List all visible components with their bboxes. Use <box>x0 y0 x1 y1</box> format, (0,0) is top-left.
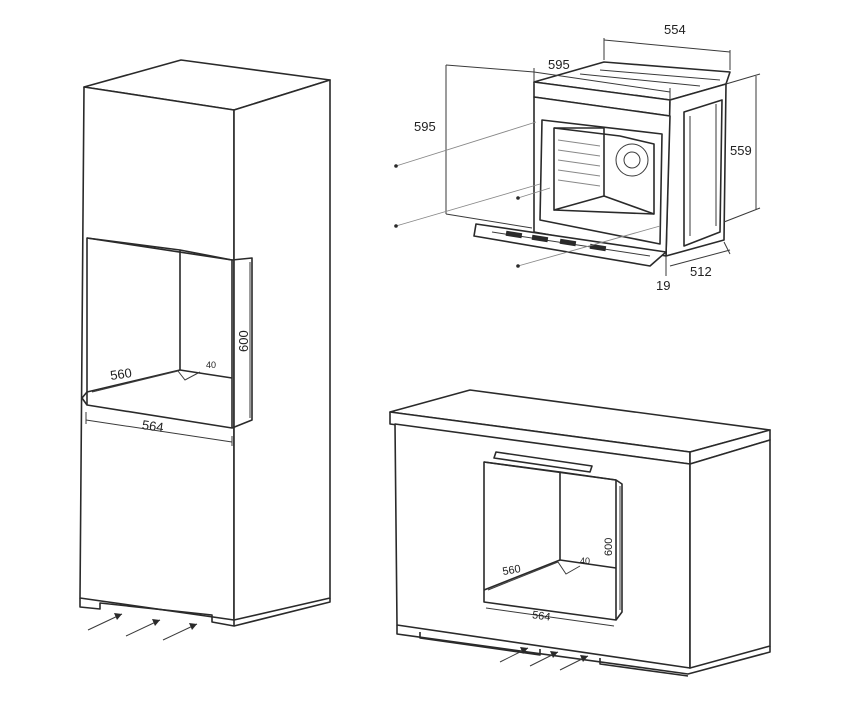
base-cabinet: 560 40 564 600 <box>389 389 771 677</box>
tall-cabinet-niche <box>81 237 253 429</box>
base-niche-height-label: 600 <box>603 538 615 556</box>
base-vent-gap-label: 40 <box>580 556 590 566</box>
base-cabinet-niche <box>483 461 623 621</box>
tall-niche-height-label: 600 <box>236 330 251 352</box>
oven-height-side-label: 559 <box>730 143 752 158</box>
tall-vent-gap-label: 40 <box>206 360 216 370</box>
oven-body-depth-label: 512 <box>690 264 712 279</box>
base-niche-width-top-label: 560 <box>502 563 522 578</box>
tall-niche-width-front-label: 564 <box>141 417 165 435</box>
tall-cabinet: 560 40 564 600 <box>79 59 331 641</box>
base-cabinet-ventilation-arrows <box>499 647 589 671</box>
base-niche-width-front-label: 564 <box>531 609 551 623</box>
oven-door-thickness-label: 19 <box>656 278 670 293</box>
oven-width-label: 595 <box>548 57 570 72</box>
oven-depth-total-label: 554 <box>664 22 686 37</box>
tall-niche-width-top-label: 560 <box>109 365 133 383</box>
oven-drawing: 554 595 595 559 512 19 <box>394 22 761 293</box>
tall-cabinet-ventilation-arrows <box>87 613 198 641</box>
oven-height-front-label: 595 <box>414 119 436 134</box>
